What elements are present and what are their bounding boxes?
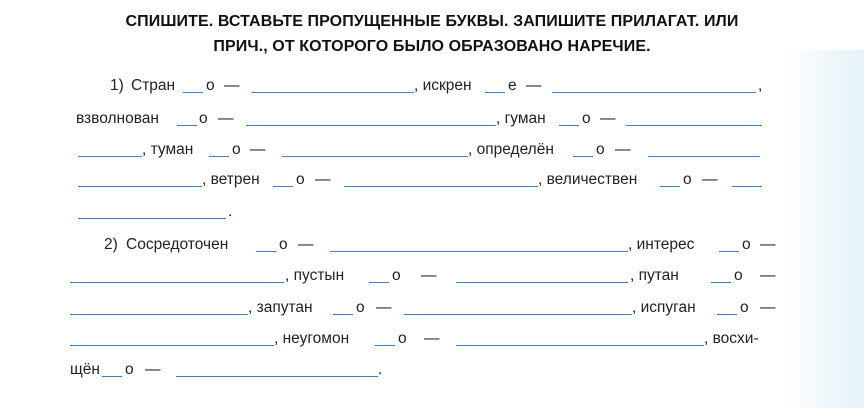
answer-blank[interactable] <box>78 186 202 187</box>
answer-blank[interactable] <box>246 125 496 126</box>
suffix-letter: о <box>683 171 692 188</box>
word-stem: , ветрен <box>202 171 260 188</box>
word-stem: , запутан <box>248 299 313 316</box>
word-stem: , искрен <box>414 77 472 94</box>
word-stem: , восхи- <box>704 330 759 347</box>
answer-blank[interactable] <box>330 251 628 252</box>
suffix-letter: о <box>232 141 241 158</box>
word-stem: щён <box>70 361 100 378</box>
answer-blank[interactable] <box>626 125 762 126</box>
letter-blank[interactable] <box>719 251 739 252</box>
suffix-letter: е <box>508 77 517 94</box>
dash: — <box>145 361 161 378</box>
letter-blank[interactable] <box>333 314 353 315</box>
exercise-1-number: 1) <box>110 77 124 94</box>
answer-blank[interactable] <box>648 156 760 157</box>
period: . <box>378 361 383 378</box>
period: . <box>228 203 233 220</box>
letter-blank[interactable] <box>256 251 276 252</box>
dash: — <box>315 171 331 188</box>
answer-blank[interactable] <box>70 314 248 315</box>
answer-blank[interactable] <box>282 156 468 157</box>
exercise-2-number: 2) <box>104 236 118 253</box>
letter-blank[interactable] <box>183 92 203 93</box>
word-stem: , определён <box>468 141 554 158</box>
word-stem: , испуган <box>632 299 696 316</box>
comma: , <box>758 77 763 94</box>
answer-blank[interactable] <box>70 345 274 346</box>
answer-blank[interactable] <box>176 376 378 377</box>
answer-blank[interactable] <box>252 92 414 93</box>
dash: — <box>600 110 616 127</box>
word-stem: Стран <box>131 77 176 94</box>
letter-blank[interactable] <box>573 156 593 157</box>
suffix-letter: о <box>125 361 134 378</box>
letter-blank[interactable] <box>660 186 680 187</box>
dash: — <box>421 267 437 284</box>
letter-blank[interactable] <box>273 186 293 187</box>
dash: — <box>760 299 776 316</box>
answer-blank[interactable] <box>456 282 628 283</box>
suffix-letter: о <box>356 299 365 316</box>
suffix-letter: о <box>199 110 208 127</box>
suffix-letter: о <box>740 299 749 316</box>
dash: — <box>526 77 542 94</box>
letter-blank[interactable] <box>559 125 579 126</box>
dash: — <box>218 110 234 127</box>
answer-blank[interactable] <box>70 282 284 283</box>
answer-blank[interactable] <box>78 218 226 219</box>
suffix-letter: о <box>392 267 401 284</box>
answer-blank[interactable] <box>552 92 756 93</box>
suffix-letter: о <box>279 236 288 253</box>
dash: — <box>298 236 314 253</box>
letter-blank[interactable] <box>485 92 505 93</box>
answer-blank[interactable] <box>732 186 762 187</box>
dash: — <box>760 267 776 284</box>
word-stem: , интерес <box>628 236 695 253</box>
word-stem: , пустын <box>285 267 345 284</box>
dash: — <box>615 141 631 158</box>
dash: — <box>702 171 718 188</box>
word-stem: , туман <box>142 141 194 158</box>
decorative-swirl-background <box>784 50 864 408</box>
letter-blank[interactable] <box>717 314 737 315</box>
letter-blank[interactable] <box>375 345 395 346</box>
answer-blank[interactable] <box>404 314 632 315</box>
word-stem: Сосредоточен <box>126 236 229 253</box>
suffix-letter: о <box>206 77 215 94</box>
suffix-letter: о <box>398 330 407 347</box>
task-title-line-1: СПИШИТЕ. ВСТАВЬТЕ ПРОПУЩЕННЫЕ БУКВЫ. ЗАП… <box>125 13 739 30</box>
suffix-letter: о <box>582 110 591 127</box>
word-stem: , неугомон <box>274 330 350 347</box>
dash: — <box>760 236 776 253</box>
dash: — <box>250 141 266 158</box>
word-stem: взволнован <box>76 110 159 127</box>
dash: — <box>224 77 240 94</box>
word-stem: , путан <box>630 267 679 284</box>
dash: — <box>376 299 392 316</box>
suffix-letter: о <box>742 236 751 253</box>
suffix-letter: о <box>596 141 605 158</box>
suffix-letter: о <box>734 267 743 284</box>
letter-blank[interactable] <box>369 282 389 283</box>
answer-blank[interactable] <box>78 156 142 157</box>
dash: — <box>424 330 440 347</box>
task-title-line-2: ПРИЧ., ОТ КОТОРОГО БЫЛО ОБРАЗОВАНО НАРЕЧ… <box>213 38 651 55</box>
answer-blank[interactable] <box>456 345 704 346</box>
letter-blank[interactable] <box>711 282 731 283</box>
letter-blank[interactable] <box>209 156 229 157</box>
answer-blank[interactable] <box>344 186 538 187</box>
letter-blank[interactable] <box>177 125 197 126</box>
letter-blank[interactable] <box>102 376 122 377</box>
word-stem: , гуман <box>496 110 546 127</box>
word-stem: , величествен <box>538 171 638 188</box>
suffix-letter: о <box>296 171 305 188</box>
